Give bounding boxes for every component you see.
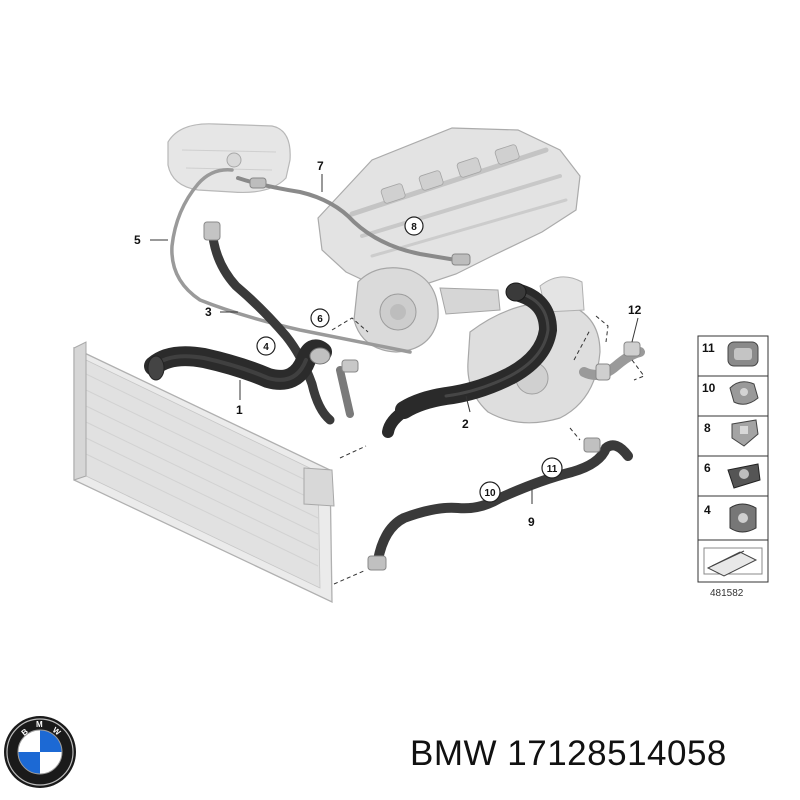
callout-8-badge: 8 (404, 216, 424, 236)
legend-bracket-4-icon (729, 503, 757, 533)
radiator (73, 341, 335, 604)
hose-2-top-end (505, 282, 527, 302)
parts-legend: 11 10 8 6 4 481582 (697, 335, 769, 599)
hose-7 (236, 176, 470, 264)
callout-3: 3 (205, 305, 212, 319)
expansion-tank (167, 123, 291, 194)
connecting-pipe (336, 366, 354, 418)
callout-8: 8 (411, 222, 417, 233)
hose-3 (207, 223, 335, 425)
hose-9 (373, 440, 633, 565)
hose-2-lower-branch (382, 404, 412, 438)
legend-arrow-icon (703, 547, 763, 577)
hose-9-lower-connector (367, 555, 387, 571)
callout-9: 9 (528, 515, 535, 529)
legend-holder-6-icon (727, 463, 761, 489)
hose-1-radiator-end (147, 355, 165, 381)
callout-12: 12 (628, 303, 642, 317)
legend-clip-8-icon (731, 419, 759, 447)
callout-11: 11 (547, 464, 558, 475)
callout-11-badge: 11 (541, 457, 563, 479)
callout-4: 4 (263, 342, 269, 353)
legend-clamp-11-icon (727, 341, 759, 367)
callout-6: 6 (317, 314, 323, 325)
callout-5: 5 (134, 233, 141, 247)
callout-6-badge: 6 (310, 308, 330, 328)
legend-clip-10-icon (729, 381, 759, 405)
callout-7: 7 (317, 159, 324, 173)
legend-label-10: 10 (702, 381, 716, 395)
part-caption: BMW 17128514058 (410, 734, 790, 774)
svg-text:W: W (51, 725, 63, 737)
bmw-logo: B M W (4, 716, 76, 788)
diagram-reference-number: 481582 (710, 588, 744, 599)
engine-cylinder-head (317, 127, 581, 289)
legend-label-4: 4 (704, 503, 711, 517)
caption-part-number: 17128514058 (507, 734, 727, 773)
hose-9-upper-connector (583, 437, 601, 453)
hose-7-connector (249, 177, 267, 189)
svg-text:B: B (20, 727, 30, 738)
hose-7-end-connector (451, 253, 471, 266)
callout-2: 2 (462, 417, 469, 431)
legend-label-8: 8 (704, 421, 711, 435)
legend-label-11: 11 (702, 341, 715, 355)
pipe-clamp (341, 359, 359, 373)
legend-label-6: 6 (704, 461, 711, 475)
leader-lines (150, 174, 639, 504)
callout-1: 1 (236, 403, 243, 417)
assembly-lines (331, 315, 645, 585)
caption-brand: BMW (410, 734, 498, 773)
callout-10-badge: 10 (479, 481, 501, 503)
callout-10: 10 (484, 488, 496, 499)
hose-3-top-connector (203, 221, 221, 241)
water-pump-housing (353, 267, 501, 353)
callout-4-badge: 4 (256, 336, 276, 356)
svg-text:M: M (36, 720, 43, 729)
hose-5 (170, 168, 412, 354)
hose-1-pump-end (309, 347, 331, 365)
